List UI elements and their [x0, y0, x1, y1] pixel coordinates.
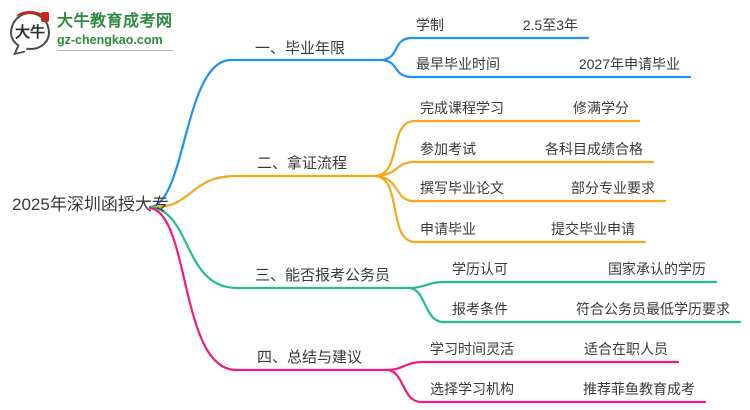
branch-node-certificate-process[interactable]: 二、拿证流程	[257, 155, 348, 172]
connector-branch-3	[148, 205, 412, 290]
connector-branch-2	[148, 174, 378, 209]
leaf-label: 学制	[416, 17, 444, 33]
leaf-value: 2027年申请毕业	[578, 56, 680, 72]
leaf-node[interactable]: 选择学习机构 推荐菲鱼教育成考	[414, 379, 705, 399]
connector-branch-1	[148, 58, 384, 209]
site-logo: 大牛 大牛教育成考网 gz-chengkao.com	[10, 11, 173, 56]
logo-badge-text: 大牛	[14, 23, 45, 41]
branch-node-summary-advice[interactable]: 四、总结与建议	[257, 349, 363, 366]
leaf-value: 提交毕业申请	[551, 221, 635, 237]
connector-branch-3-child-1	[408, 280, 718, 290]
leaf-label: 学习时间灵活	[430, 341, 514, 357]
connector-branch-2-child-1	[374, 119, 641, 178]
logo-red-seal	[41, 12, 49, 22]
leaf-value: 2.5至3年	[522, 17, 578, 33]
leaf-value: 部分专业要求	[571, 180, 655, 196]
connector-branch-2-child-2	[374, 160, 655, 178]
leaf-node[interactable]: 学习时间灵活 适合在职人员	[414, 339, 678, 359]
logo-subtitle: gz-chengkao.com	[57, 32, 173, 51]
leaf-label: 报考条件	[452, 301, 508, 317]
leaf-node[interactable]: 完成课程学习 修满学分	[404, 98, 639, 118]
connector-branch-2-child-3	[374, 174, 667, 203]
branch-node-civil-servant-eligibility[interactable]: 三、能否报考公务员	[255, 267, 391, 284]
connector-branch-4-child-2	[386, 368, 707, 404]
leaf-node[interactable]: 参加考试 各科目成绩合格	[404, 139, 653, 159]
leaf-node[interactable]: 学制 2.5至3年	[400, 15, 588, 35]
logo-title: 大牛教育成考网	[57, 13, 173, 30]
connector-branch-2-child-4	[374, 174, 647, 244]
leaf-node[interactable]: 最早毕业时间 2027年申请毕业	[400, 54, 690, 74]
leaf-label: 学历认可	[452, 261, 508, 277]
connector-branch-4-child-1	[386, 360, 680, 372]
leaf-value: 符合公务员最低学历要求	[576, 301, 730, 317]
leaf-node[interactable]: 学历认可 国家承认的学历	[436, 259, 716, 279]
leaf-label: 撰写毕业论文	[420, 180, 504, 196]
leaf-node[interactable]: 申请毕业 提交毕业申请	[404, 219, 645, 239]
root-node[interactable]: 2025年深圳函授大专	[12, 195, 169, 214]
connector-branch-1-child-2	[380, 58, 692, 79]
connector-branch-1-child-1	[380, 36, 590, 62]
leaf-value: 修满学分	[573, 100, 629, 116]
leaf-label: 参加考试	[420, 141, 476, 157]
leaf-value: 各科目成绩合格	[545, 141, 643, 157]
connector-branch-4	[148, 206, 390, 372]
leaf-label: 最早毕业时间	[416, 56, 500, 72]
leaf-value: 推荐菲鱼教育成考	[583, 381, 695, 397]
leaf-value: 国家承认的学历	[608, 261, 706, 277]
branch-node-graduation-years[interactable]: 一、毕业年限	[255, 40, 346, 57]
logo-red-arc	[16, 11, 44, 24]
leaf-label: 选择学习机构	[430, 381, 514, 397]
leaf-node[interactable]: 撰写毕业论文 部分专业要求	[404, 178, 665, 198]
leaf-label: 申请毕业	[420, 221, 476, 237]
leaf-label: 完成课程学习	[420, 100, 504, 116]
connector-branch-3-child-2	[408, 286, 742, 324]
logo-bubble-icon: 大牛	[10, 11, 50, 56]
logo-text: 大牛教育成考网 gz-chengkao.com	[57, 12, 173, 51]
leaf-node[interactable]: 报考条件 符合公务员最低学历要求	[436, 299, 740, 319]
leaf-value: 适合在职人员	[584, 341, 668, 357]
